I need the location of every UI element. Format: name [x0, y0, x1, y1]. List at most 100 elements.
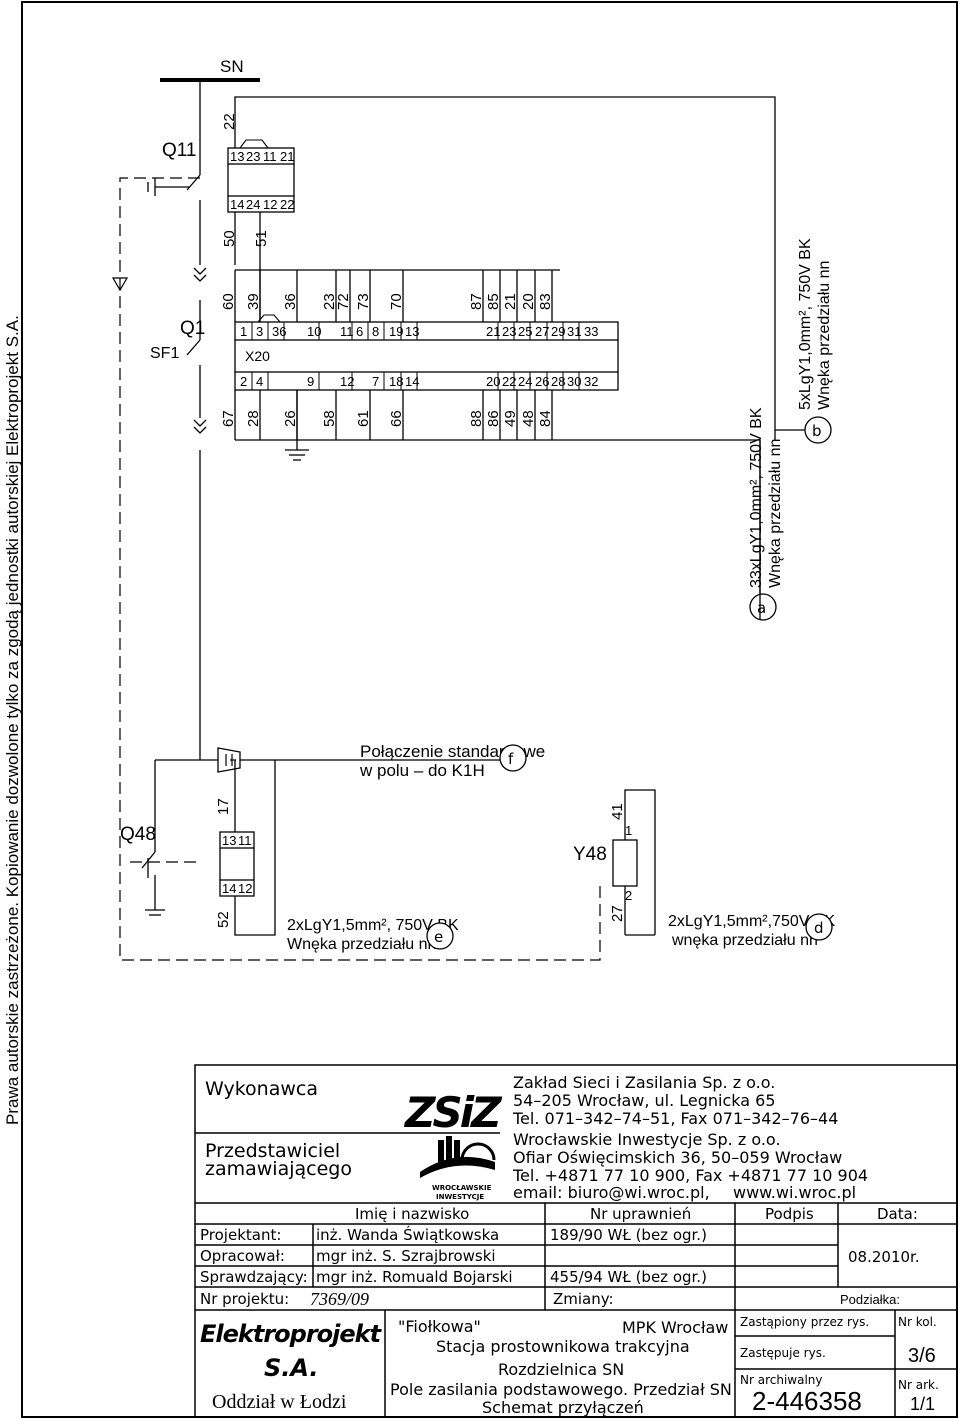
company2-line: Ofiar Oświęcimskich 36, 50–059 Wrocław: [513, 1148, 842, 1167]
x20-bottom-term: 22: [502, 374, 516, 389]
term-label: 12: [263, 197, 277, 212]
company1-line: Zakład Sieci i Zasilania Sp. z o.o.: [513, 1073, 775, 1092]
x20-top-term: 21: [486, 324, 500, 339]
header-sign: Podpis: [765, 1205, 814, 1223]
x20-top-term: 25: [518, 324, 532, 339]
x20-top-wire-label: 72: [335, 293, 352, 310]
x20-top-wire-label: 20: [520, 293, 537, 310]
x20-bottom-term: 32: [584, 374, 598, 389]
wire-label: 22: [221, 113, 238, 130]
replaces-label: Zastępuje rys.: [740, 1346, 826, 1360]
cable-a-spec: 33xLgY1,0mm², 750V BK: [748, 407, 765, 588]
ground-symbol-x20: [285, 390, 309, 461]
changes-label: Zmiany:: [553, 1290, 614, 1308]
desc-line: Stacja prostownikowa trakcyjna: [436, 1337, 690, 1356]
desc-object: "Fiołkowa": [398, 1317, 481, 1336]
company-wi: Wrocławskie Inwestycje Sp. z o.o. Ofiar …: [512, 1130, 868, 1202]
row-name: inż. Wanda Świątkowska: [316, 1225, 499, 1244]
copyright-text: Prawa autorskie zastrzeżone. Kopiowanie …: [3, 315, 22, 1125]
x20-top-term: 6: [356, 324, 363, 339]
cable-e-marker: e: [434, 928, 443, 946]
przedstawiciel-label: Przedstawiciel: [205, 1140, 340, 1162]
term-label: 14: [230, 197, 244, 212]
row-role: Projektant:: [200, 1226, 281, 1244]
x20-bottom-wire-label: 49: [502, 410, 519, 427]
date-value: 08.2010r.: [848, 1248, 920, 1266]
wire-label: 52: [215, 911, 232, 928]
x20-top-term: 13: [405, 324, 419, 339]
x20-bottom-term: 18: [389, 374, 403, 389]
row-name: mgr inż. S. Szrajbrowski: [316, 1247, 496, 1265]
x20-bottom-term: 30: [567, 374, 581, 389]
ep-branch-text: Oddział w Łodzi: [212, 1391, 347, 1413]
term-label: 21: [280, 149, 294, 164]
company2-line: email: biuro@wi.wroc.pl,: [513, 1183, 710, 1202]
header-name: Imię i nazwisko: [355, 1205, 469, 1223]
x20-bottom-term: 9: [307, 374, 314, 389]
cable-e-spec: 2xLgY1,5mm², 750V BK: [287, 917, 459, 934]
ep-logo-text: Elektroprojekt: [200, 1320, 383, 1348]
term-label: 24: [246, 197, 260, 212]
q48-block: Q48 17 13 11 14 12 52: [120, 760, 276, 936]
term-label: 1: [625, 823, 632, 838]
term-label: 14: [222, 881, 236, 896]
ep-sa-text: S.A.: [264, 1354, 319, 1382]
q11-operator-symbol: [147, 178, 190, 196]
x20-top-term: 19: [389, 324, 403, 339]
cable-d-location: wnęka przedziału nn: [671, 932, 818, 949]
company2-line: Tel. +4871 77 10 900, Fax +4871 77 10 90…: [512, 1166, 868, 1185]
x20-bottom-term: 20: [486, 374, 500, 389]
q1-label: Q1: [180, 318, 205, 339]
cable-b-marker: b: [812, 422, 822, 440]
drawing-description: "Fiołkowa" MPK Wrocław Stacja prostownik…: [390, 1317, 732, 1417]
term-label: 13: [230, 149, 244, 164]
scale-label: Podziałka:: [840, 1292, 900, 1307]
desc-line: Schemat przyłączeń: [482, 1398, 644, 1417]
sheet-number: 3/6: [908, 1345, 936, 1367]
company2-line: www.wi.wroc.pl: [733, 1183, 856, 1202]
cable-a-location: Wnęka przedziału nn: [767, 439, 784, 588]
term-label: 13: [222, 833, 236, 848]
q48-label: Q48: [120, 824, 156, 845]
wire-label: 50: [221, 230, 238, 247]
y48-label: Y48: [573, 844, 607, 865]
x20-top-wire-label: 39: [245, 293, 262, 310]
cable-b-spec: 5xLgY1,0mm², 750V BK: [797, 238, 814, 410]
x20-top-term: 36: [272, 324, 286, 339]
term-label: 23: [246, 149, 260, 164]
drawing-frame: [21, 1, 958, 1418]
desc-line: Rozdzielnica SN: [498, 1360, 624, 1379]
x20-bottom-term: 2: [240, 374, 247, 389]
cable-d: 2xLgY1,5mm²,750V BK wnęka przedziału nn …: [668, 913, 836, 949]
x20-top-term: 11: [340, 324, 354, 339]
term-label: 11: [238, 833, 252, 848]
q11-label: Q11: [162, 140, 197, 161]
ground-arrow-symbol: [111, 277, 129, 292]
x20-top-wire-label: 87: [468, 293, 485, 310]
company2-line: Wrocławskie Inwestycje Sp. z o.o.: [513, 1130, 781, 1149]
cable-e: 2xLgY1,5mm², 750V BK Wnęka przedziału nn…: [287, 917, 459, 953]
wykonawca-label: Wykonawca: [205, 1078, 318, 1100]
header-date: Data:: [877, 1205, 918, 1223]
company1-line: Tel. 071–342–74–51, Fax 071–342–76–44: [512, 1109, 838, 1128]
elektroprojekt-logo: Elektroprojekt S.A. Oddział w Łodzi: [200, 1320, 384, 1413]
control-boundary-dashed: [119, 177, 601, 961]
x20-bottom-wire-label: 88: [468, 410, 485, 427]
cable-a-marker: a: [757, 599, 766, 617]
x20-top-term: 10: [307, 324, 321, 339]
x20-label: X20: [245, 348, 270, 364]
wi-logo-text2: INWESTYCJE: [436, 1193, 484, 1201]
sn-label: SN: [220, 57, 244, 76]
term-label: 22: [280, 197, 294, 212]
x20-bottom-term: 14: [405, 374, 419, 389]
x20-bottom-wire-label: 66: [388, 410, 405, 427]
sheet-info: Zastąpiony przez rys. Zastępuje rys. Nr …: [740, 1315, 939, 1392]
wire-label: 17: [215, 798, 232, 815]
cable-b: b 5xLgY1,0mm², 750V BK Wnęka przedziału …: [775, 238, 833, 444]
x20-top-wire-label: 83: [537, 293, 554, 310]
x20-top-wire-label: 23: [321, 293, 338, 310]
x20-bottom-wire-label: 86: [485, 410, 502, 427]
y48-block: Y48 41 1 2 27: [573, 789, 656, 936]
